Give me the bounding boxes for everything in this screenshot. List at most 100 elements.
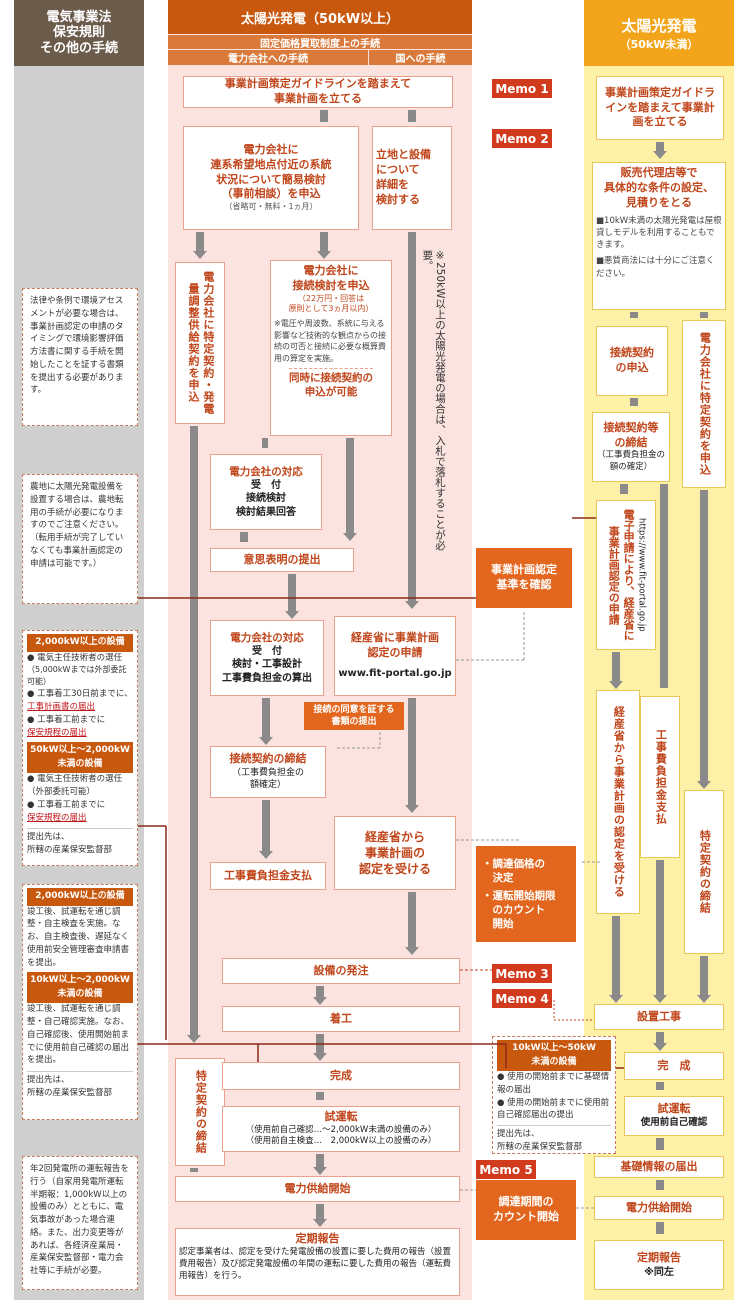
mid-meti-cert-box: 経産省から 事業計画の 認定を受ける [334, 816, 456, 890]
period-box: 調達期間の カウント開始 [476, 1180, 576, 1240]
memo-5[interactable]: Memo 5 [476, 1160, 536, 1179]
right-test-run-sub: 使用前自己確認 [640, 1117, 708, 1129]
mid-consult-box: 電力会社に 連系希望地点付近の系統 状況について簡易検討 （事前相談）を申込 （… [183, 126, 359, 230]
mid-complete-box: 完成 [222, 1062, 460, 1090]
resp1-title: 電力会社の対応 [229, 465, 303, 478]
price-item-2: ・運転開始期限 のカウント 開始 [482, 889, 556, 931]
report-title: 定期報告 [295, 1232, 340, 1245]
right-conn-apply-box: 接続契約 の申込 [596, 326, 668, 396]
resp2-l3: 工事費負担金の算出 [222, 672, 312, 684]
memo-2[interactable]: Memo 2 [492, 129, 552, 148]
annual-report-note: 年2回発電所の運転報告を行う（自家用発電所運転半期報：1,000kW以上の設備の… [22, 1156, 138, 1290]
mid-conn-contract-box: 接続契約の締結 （工事費負担金の 額確定） [210, 746, 326, 798]
safety-1-item-a: ● 電気主任技術者の選任 [27, 652, 123, 663]
mid-subheader: 固定価格買取制度上の手続 [168, 35, 472, 50]
resp1-l1: 受 付 [251, 479, 281, 491]
small-header: 10kW以上～50kW 未満の設備 [497, 1040, 611, 1071]
right-meti-cert-box: 経産省から事業計画の認定を受ける [596, 690, 640, 914]
small-item-1: ● 使用の開始前までに基礎情報の届出 [497, 1072, 610, 1095]
right-specific-sign-box: 特定契約の締結 [684, 790, 724, 954]
farm-note: 農地に太陽光発電設備を設置する場合は、農地転用の手続が必要になりますのでご注意く… [22, 474, 138, 604]
conn-sign-title: 接続契約等 の締結 [603, 420, 659, 449]
e-apply-title: 電子申請により、経産省に事業計画認定の申請 [607, 509, 636, 641]
memo-1[interactable]: Memo 1 [492, 79, 552, 98]
right-install-box: 設置工事 [594, 1004, 724, 1030]
right-power-start-box: 電力供給開始 [594, 1196, 724, 1220]
resp2-l2: 検討・工事設計 [232, 659, 302, 671]
mid-report-box: 定期報告 認定事業者は、認定を受けた発電設備の設置に要した費用の報告（設置費用報… [175, 1228, 460, 1296]
mid-cost-pay-box: 工事費負担金支払 [210, 862, 326, 890]
safety-1-item-b2: 工事計画書の届出 [27, 702, 96, 712]
mid-land-detail-box: 立地と設備 について 詳細を 検討する [372, 126, 452, 230]
conn-review-foot: 同時に接続契約の 申込が可能 [289, 367, 373, 399]
right-report-box: 定期報告 ※同左 [594, 1240, 724, 1290]
env-note: 法律や条例で環境アセスメントが必要な場合は、事業計画認定の申請のタイミングで環境… [22, 288, 138, 426]
right-base-info-box: 基礎情報の届出 [594, 1156, 724, 1178]
safety-2-text-1: 竣工後、試運転を通じ調整・自主検査を実施。なお、自主検査後、遅延なく使用前安全管… [27, 906, 130, 968]
right-test-run-title: 試運転 [657, 1102, 691, 1116]
safety-2-text-2: 竣工後、試運転を通じ調整・自己確認実施。なお、自己確認後、使用開始前までに使用前… [27, 1004, 130, 1066]
right-header: 太陽光発電 （50kW未満） [584, 0, 734, 66]
consent-doc-box: 接続の同意を証する 書類の提出 [304, 702, 404, 730]
meti-apply-title: 経産省に事業計画 認定の申請 [351, 631, 439, 660]
safety-box-2: 2,000kW以上の設備 竣工後、試運転を通じ調整・自主検査を実施。なお、自主検… [22, 884, 138, 1120]
safety-1-item-d: ● 電気主任技術者の選任 [27, 774, 123, 785]
consult-note: （省略可・無料・1ヵ月） [224, 202, 318, 212]
mid-resp2-box: 電力会社の対応 受 付 検討・工事設計 工事費負担金の算出 [210, 620, 324, 696]
mid-supply-contract-box: 電力会社に特定契約・発電量調整供給契約を申込 [175, 262, 225, 424]
right-report-title: 定期報告 [637, 1250, 681, 1264]
meti-apply-url[interactable]: www.fit-portal.go.jp [338, 668, 452, 680]
right-report-sub: ※同左 [644, 1266, 674, 1278]
criteria-box: 事業計画認定 基準を確認 [476, 548, 572, 608]
resp1-l3: 検討結果回答 [236, 506, 296, 518]
right-cost-pay-box: 工事費負担金支払 [640, 696, 680, 858]
mid-order-box: 設備の発注 [222, 958, 460, 984]
mid-subheader-right: 国への手続 [369, 50, 472, 65]
mid-power-start-box: 電力供給開始 [175, 1176, 460, 1202]
conn-review-sub: （22万円・回答は 原則として3ヵ月以内） [288, 293, 374, 314]
dealer-note-2: ■悪質商法には十分にご注意ください。 [596, 256, 715, 279]
resp1-l2: 接続検討 [246, 493, 286, 505]
right-complete-box: 完 成 [624, 1052, 724, 1080]
safety-2-foot: 提出先は、 所轄の産業保安監督部 [27, 1071, 133, 1100]
safety-1-item-e: ● 工事着工前までに [27, 799, 106, 810]
safety-1-item-a2: （5,000kWまでは外部委託可能） [27, 665, 127, 687]
mid-header: 太陽光発電（50kW以上） [168, 0, 472, 34]
mid-intent-box: 意思表明の提出 [210, 548, 354, 572]
conn-contract-title: 接続契約の締結 [229, 752, 307, 766]
test-run-l1: （使用前自己確認…～2,000kW未満の設備のみ） [245, 1124, 437, 1135]
memo-3[interactable]: Memo 3 [492, 964, 552, 983]
conn-contract-sub: （工事費負担金の 額確定） [231, 768, 304, 791]
price-box: ・調達価格の 決定 ・運転開始期限 のカウント 開始 [476, 846, 576, 942]
test-run-title: 試運転 [324, 1110, 358, 1124]
over-250kw-note: ※250kW以上の太陽光発電の場合は、入札で落札することが必要。 [421, 250, 446, 551]
mid-resp1-box: 電力会社の対応 受 付 接続検討 検討結果回答 [210, 454, 322, 530]
right-conn-sign-box: 接続契約等 の締結 （工事費負担金の額の確定） [592, 412, 670, 482]
safety-2-header-1: 2,000kW以上の設備 [27, 888, 133, 906]
conn-review-title: 電力会社に 接続検討を申込 [292, 264, 370, 292]
safety-1-item-c2: 保安規程の届出 [27, 727, 87, 738]
safety-1-item-c: ● 工事着工前までに [27, 714, 106, 725]
mid-conn-review-box: 電力会社に 接続検討を申込 （22万円・回答は 原則として3ヵ月以内） ※電圧や… [270, 260, 392, 436]
small-foot: 提出先は、 所轄の産業保安監督部 [497, 1125, 611, 1154]
right-guideline-box: 事業計画策定ガイドラインを踏まえて事業計画を立てる [596, 76, 724, 140]
conn-review-note: ※電圧や周波数、系統に与える影響など技術的な観点からの接続の可否と接続に必要な概… [274, 319, 386, 364]
right-e-apply-box: 電子申請により、経産省に事業計画認定の申請 https://www.fit-po… [596, 500, 656, 650]
safety-1-item-e2: 保安規程の届出 [27, 812, 87, 823]
price-item-1: ・調達価格の 決定 [482, 857, 545, 884]
safety-1-item-b: ● 工事着工30日前までに、 [27, 689, 133, 700]
mid-meti-apply-box: 経産省に事業計画 認定の申請 www.fit-portal.go.jp [334, 616, 456, 696]
safety-1-item-d2: （外部委託可能） [27, 787, 96, 797]
small-item-2: ● 使用の開始前までに使用前自己確認届出の提出 [497, 1097, 610, 1121]
mid-subheader-left: 電力会社への手続 [168, 50, 368, 65]
memo-4[interactable]: Memo 4 [492, 989, 552, 1008]
right-header-title: 太陽光発電 [621, 16, 697, 35]
right-specific-apply-box: 電力会社に特定契約を申込 [682, 320, 726, 488]
right-dealer-box: 販売代理店等で 具体的な条件の設定、 見積りをとる ■10kW未満の太陽光発電は… [592, 162, 726, 310]
left-header: 電気事業法 保安規則 その他の手続 [14, 0, 144, 66]
resp2-title: 電力会社の対応 [230, 631, 304, 644]
safety-1-header-1: 2,000kW以上の設備 [27, 634, 133, 652]
e-apply-url[interactable]: https://www.fit-portal.go.jp [636, 518, 647, 632]
